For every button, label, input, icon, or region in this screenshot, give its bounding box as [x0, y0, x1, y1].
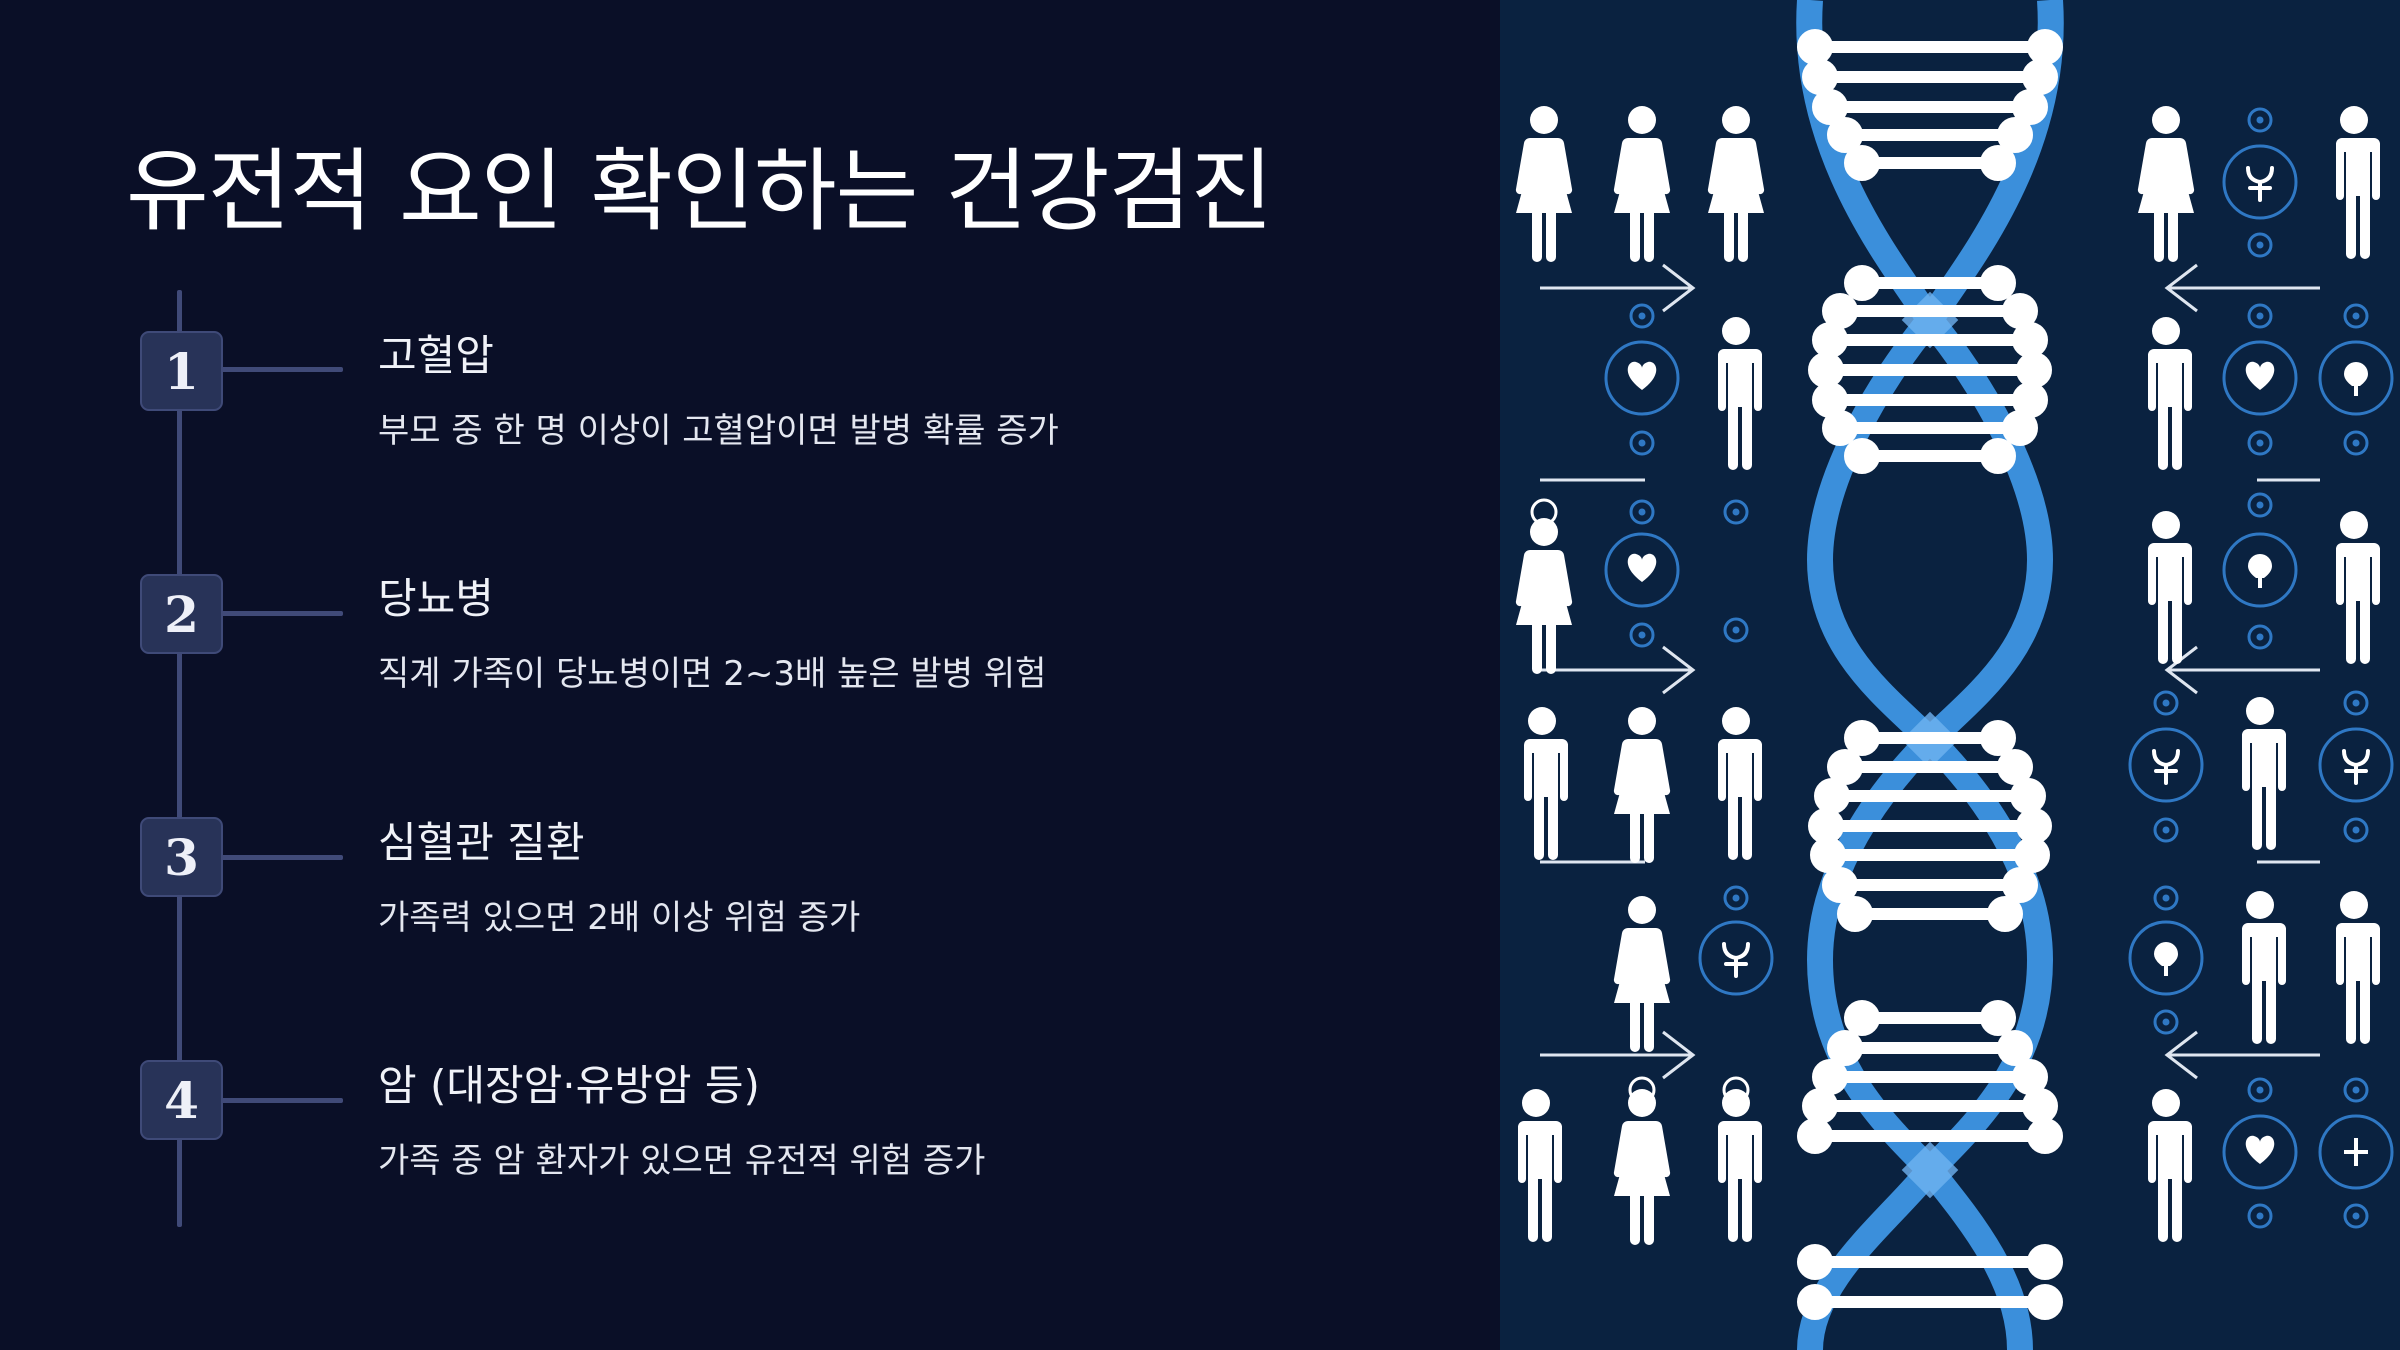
dna-rungs — [1797, 29, 2063, 1320]
step-connector — [221, 1098, 343, 1103]
step-number-badge: 2 — [140, 574, 223, 654]
step-description: 부모 중 한 명 이상이 고혈압이면 발병 확률 증가 — [378, 411, 1059, 451]
step-description: 직계 가족이 당뇨병이면 2~3배 높은 발병 위험 — [378, 654, 1047, 694]
step-connector — [221, 855, 343, 860]
timeline-step-4: 4 암 (대장암·유방암 등) 가족 중 암 환자가 있으면 유전적 위험 증가 — [0, 0, 1500, 1181]
content-panel: 유전적 요인 확인하는 건강검진 1 고혈압 부모 중 한 명 이상이 고혈압이… — [0, 0, 1500, 1227]
step-description: 가족 중 암 환자가 있으면 유전적 위험 증가 — [378, 1141, 986, 1181]
symbol-icons — [1530, 144, 2394, 1190]
step-number-badge: 1 — [140, 331, 223, 411]
step-connector — [221, 367, 343, 372]
timeline-step-3: 3 심혈관 질환 가족력 있으면 2배 이상 위험 증가 — [0, 0, 1500, 938]
arrow-icons — [1540, 263, 2320, 1080]
page-title: 유전적 요인 확인하는 건강검진 — [126, 139, 1273, 244]
step-heading: 암 (대장암·유방암 등) — [378, 1061, 760, 1110]
step-connector — [221, 611, 343, 616]
timeline-step-2: 2 당뇨병 직계 가족이 당뇨병이면 2~3배 높은 발병 위험 — [0, 0, 1500, 694]
step-heading: 고혈압 — [378, 331, 494, 380]
step-heading: 심혈관 질환 — [378, 818, 585, 867]
person-icons-left — [1515, 106, 1765, 1245]
timeline-line — [177, 290, 182, 1227]
step-description: 가족력 있으면 2배 이상 위험 증가 — [378, 898, 861, 938]
dna-illustration — [1500, 0, 2400, 1350]
step-heading: 당뇨병 — [378, 574, 494, 623]
dna-helix — [1796, 0, 2064, 1350]
step-number-badge: 4 — [140, 1060, 223, 1140]
timeline-step-1: 1 고혈압 부모 중 한 명 이상이 고혈압이면 발병 확률 증가 — [0, 0, 1500, 451]
step-number-badge: 3 — [140, 817, 223, 897]
